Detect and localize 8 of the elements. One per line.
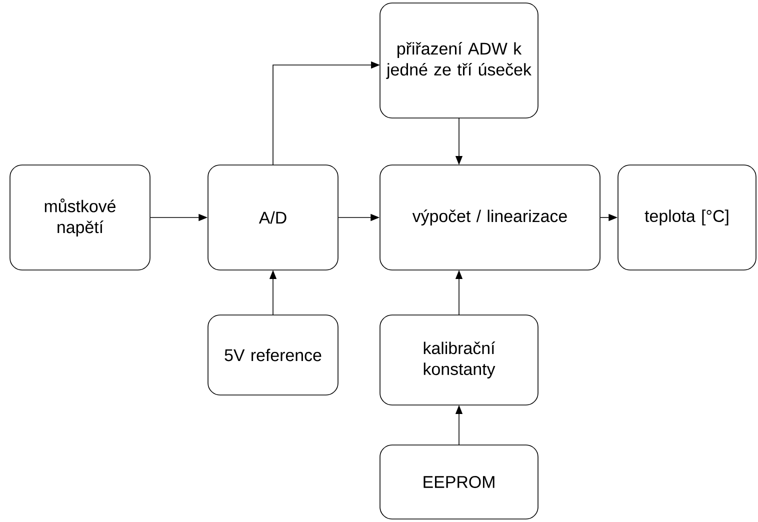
process-box: výpočet / linearizace [380,164,600,270]
process-box: teplota [°C] [618,164,756,270]
process-box: EEPROM [380,444,538,520]
process-box: kalibrační konstanty [380,314,538,406]
process-box: 5V reference [208,314,338,396]
process-box: A/D [208,164,338,270]
process-box: přiřazení ADW k jedné ze tří úseček [380,2,538,118]
process-box: můstkové napětí [10,164,150,270]
